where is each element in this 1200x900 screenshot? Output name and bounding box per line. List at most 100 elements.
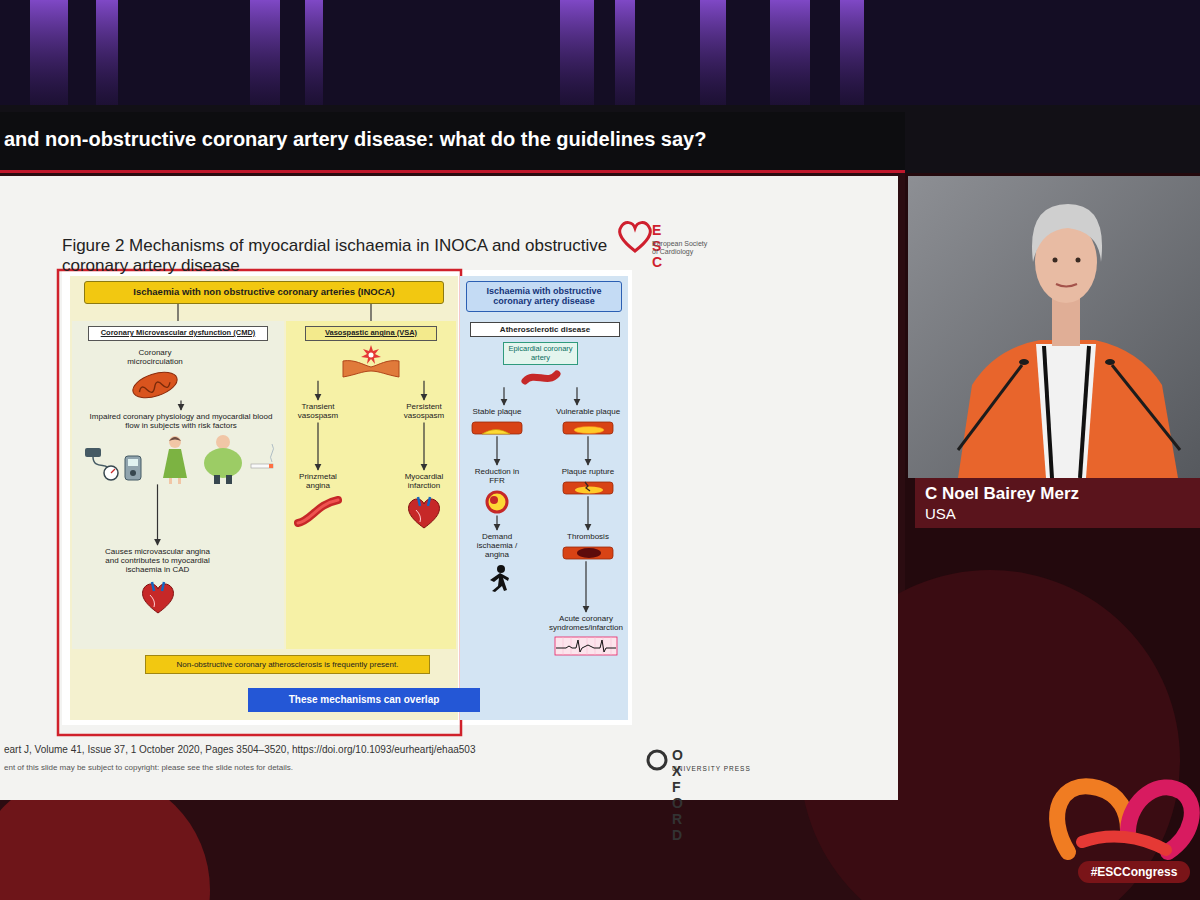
label-holder: OXFORD — [672, 747, 685, 843]
node-fill — [915, 478, 1200, 528]
stage-light — [615, 0, 635, 108]
drawing-part — [416, 510, 421, 522]
process-step: Causes microvascular angina and contribu… — [100, 545, 215, 615]
drawing-part — [482, 430, 510, 435]
connector — [370, 304, 371, 321]
node-text: Thrombosis — [552, 530, 624, 543]
microphone — [958, 365, 1022, 450]
stage-light — [96, 0, 118, 108]
connector — [576, 387, 577, 405]
connector — [157, 484, 158, 545]
node-text: C Noel Bairey Merz — [915, 478, 1200, 505]
logo-text: OXFORD — [672, 747, 685, 843]
drawing-part — [595, 637, 596, 655]
stage-light — [770, 0, 810, 108]
connector — [587, 436, 588, 465]
microphone — [1105, 359, 1115, 365]
node-text: Demand ischaemia / angina — [466, 530, 528, 562]
drawing-part — [563, 637, 564, 655]
speaker-eye — [1053, 258, 1058, 263]
node-text: Prinzmetal angina — [290, 470, 346, 492]
connector — [317, 381, 318, 400]
speaker-hair — [1032, 204, 1102, 262]
drawing-part — [525, 374, 557, 381]
drawing-part — [577, 548, 601, 558]
lanyard — [1044, 346, 1052, 478]
slide-ground — [0, 173, 905, 900]
oxford-logo — [648, 751, 666, 769]
congress-logo — [1082, 836, 1166, 850]
drawing-part — [571, 637, 572, 655]
vuln-illustration — [561, 420, 615, 436]
node-fill — [72, 321, 284, 649]
process-step: Persistent vasospasm — [394, 400, 454, 422]
drawing-part — [487, 492, 507, 512]
name-tag: C Noel Bairey MerzUSA — [915, 478, 1200, 528]
figure-ground — [62, 270, 632, 725]
note-bar: These mechanisms can overlap — [248, 688, 480, 712]
drawing-part — [251, 464, 273, 468]
stage-ceiling — [0, 0, 1200, 110]
connector — [587, 496, 588, 530]
node-text: Plaque rupture — [552, 465, 624, 478]
process-step: Reduction in FFR — [466, 465, 528, 515]
node-heading: Vasospastic angina (VSA) — [305, 326, 437, 381]
drawing-part — [138, 379, 171, 396]
thrombus-illustration — [561, 545, 615, 561]
drawing-part — [409, 499, 440, 528]
drawing-part — [418, 497, 430, 506]
stage-light — [840, 0, 864, 108]
drawing-part — [490, 496, 498, 504]
drawing-part — [298, 500, 338, 523]
rupture-illustration — [561, 480, 615, 496]
heart-illustration — [404, 494, 444, 530]
title-rule — [0, 170, 905, 173]
connector — [423, 381, 424, 400]
connector — [180, 400, 181, 410]
artery-illustration — [293, 494, 343, 528]
drawing-part — [556, 640, 616, 652]
drawing-part — [169, 478, 172, 484]
process-step: Thrombosis — [552, 530, 624, 561]
process-step: Stable plaque — [466, 405, 528, 436]
heart-illustration — [138, 579, 178, 615]
drawing-part — [85, 448, 101, 457]
process-step: Vulnerable plaque — [552, 405, 624, 436]
process-step: Plaque rupture — [552, 465, 624, 496]
node-heading: Ischaemia with obstructive coronary arte… — [466, 281, 622, 312]
drawing-part — [178, 478, 181, 484]
node-text: Causes microvascular angina and contribu… — [100, 545, 215, 577]
speaker-neck — [1052, 296, 1080, 346]
drawing-part — [369, 352, 374, 357]
citation: eart J, Volume 41, Issue 37, 1 October 2… — [4, 744, 475, 755]
node-text: Ischaemia with obstructive coronary arte… — [466, 281, 622, 312]
highlight-frame — [58, 270, 461, 735]
process-step: Myocardial infarction — [394, 470, 454, 530]
node-text: Epicardial coronary artery — [503, 342, 578, 365]
drawing-part — [104, 466, 118, 480]
drawing-part — [93, 457, 107, 467]
node-text: Transient vasospasm — [290, 400, 346, 422]
label-holder: European Society of Cardiology — [652, 240, 708, 255]
node-text: #ESCCongress — [1078, 861, 1190, 883]
node-fill — [460, 276, 628, 720]
connector — [503, 387, 504, 405]
drawing-part — [214, 475, 220, 484]
label-holder: eart J, Volume 41, Issue 37, 1 October 2… — [4, 744, 475, 755]
drawing-part — [226, 475, 232, 484]
spasm-illustration — [341, 343, 401, 381]
node-text: Ischaemia with non obstructive coronary … — [84, 281, 444, 304]
logo-text: European Society of Cardiology — [652, 240, 708, 255]
drawing-part — [271, 444, 274, 462]
drawing-part — [472, 422, 522, 434]
stage-light — [700, 0, 726, 108]
drawing-part — [574, 427, 604, 434]
vsa-column: Vasospastic angina (VSA) Transient vasosp… — [286, 321, 456, 649]
connector — [177, 304, 178, 321]
connector — [317, 422, 318, 470]
hashtag-pill: #ESCCongress — [1078, 861, 1190, 883]
drawing-part — [269, 464, 273, 468]
drawing-part — [130, 470, 136, 476]
node-text: Vulnerable plaque — [552, 405, 624, 418]
